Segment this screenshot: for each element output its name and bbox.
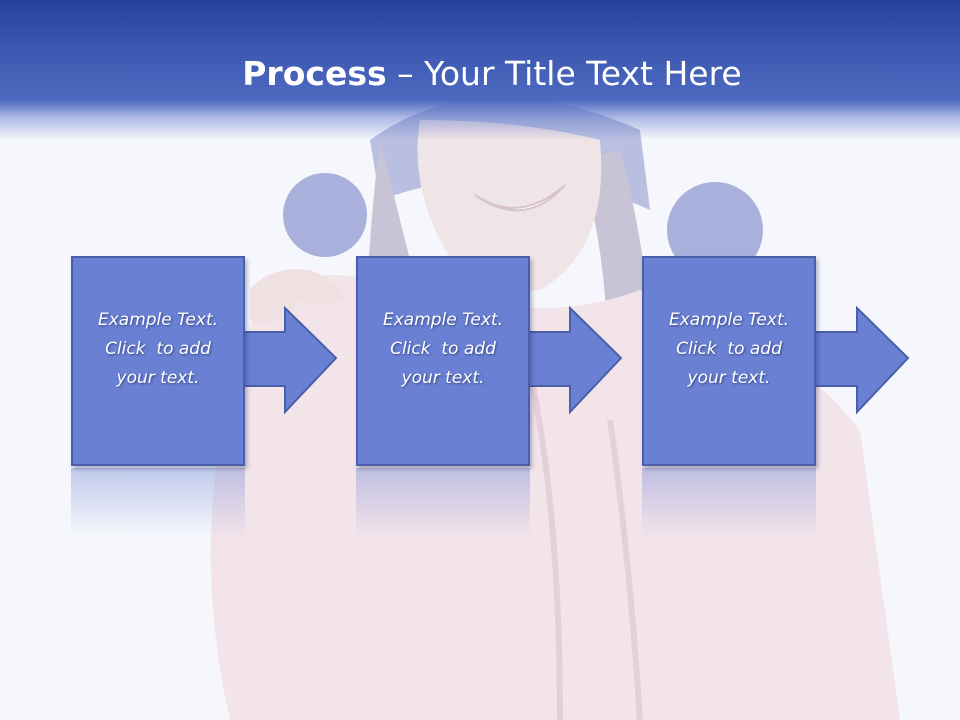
arrow-right-icon: [812, 305, 910, 415]
process-step-1[interactable]: Example Text. Click to add your text.: [71, 256, 245, 466]
step-reflection: [356, 468, 530, 538]
step-reflection: [642, 468, 816, 538]
step-reflection: [71, 468, 245, 538]
slide-title[interactable]: Process – Your Title Text Here: [0, 52, 960, 96]
process-step-3[interactable]: Example Text. Click to add your text.: [642, 256, 816, 466]
process-step-2[interactable]: Example Text. Click to add your text.: [356, 256, 530, 466]
arrow-right-icon: [525, 305, 623, 415]
title-bar: [0, 0, 960, 140]
step-text: Example Text. Click to add your text.: [382, 309, 504, 388]
title-rest: – Your Title Text Here: [386, 54, 742, 93]
step-text: Example Text. Click to add your text.: [668, 309, 790, 388]
arrow-right-icon: [240, 305, 338, 415]
step-text: Example Text. Click to add your text.: [97, 309, 219, 388]
title-bold: Process: [242, 54, 387, 93]
